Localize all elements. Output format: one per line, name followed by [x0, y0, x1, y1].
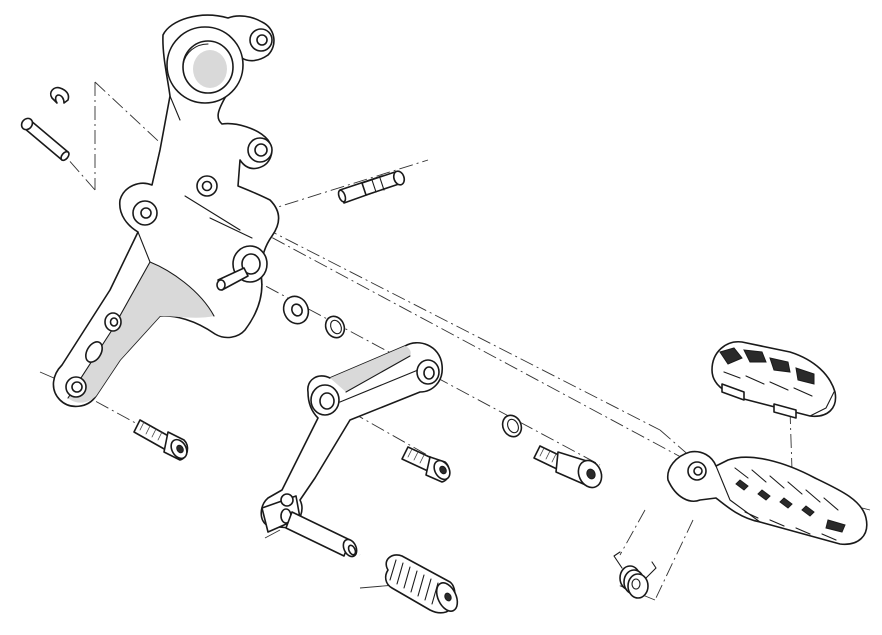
shift-lever: [260, 341, 443, 533]
o-ring: [324, 315, 346, 339]
o-ring-lever: [501, 414, 523, 438]
footpeg-return-spring: [613, 551, 657, 599]
shift-rod-linkage: [285, 511, 358, 558]
lever-pivot-bolt: [401, 446, 451, 483]
bracket-mount-bolt: [133, 419, 189, 461]
e-clip: [49, 86, 70, 104]
footpeg-mount-bracket: [52, 14, 280, 408]
flat-washer: [282, 295, 310, 325]
shift-peg-rubber: [384, 554, 459, 614]
grease-nipple: [337, 170, 406, 204]
footpeg: [666, 450, 868, 545]
footpeg-rubber-pad: [711, 341, 837, 419]
shoulder-bolt: [533, 445, 603, 489]
clevis-pin: [20, 117, 70, 162]
